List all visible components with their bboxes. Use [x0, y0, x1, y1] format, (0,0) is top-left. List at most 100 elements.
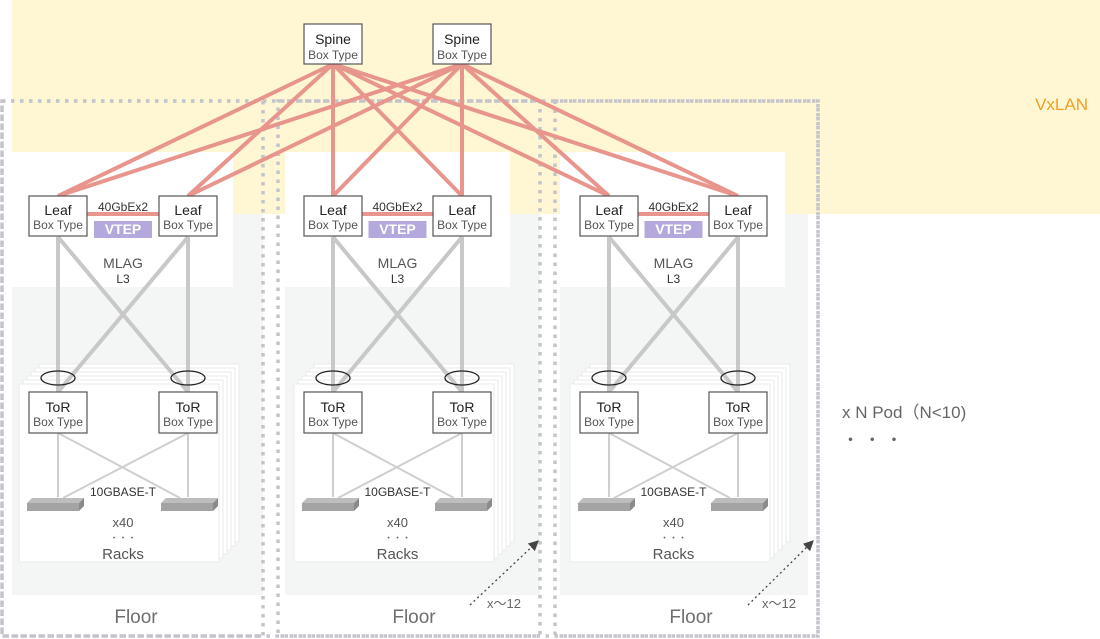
rack-count: x40	[387, 515, 408, 530]
tor-subtitle: Box Type	[308, 415, 358, 429]
access-link-label: 10GBASE-T	[640, 485, 707, 499]
floor-label: Floor	[392, 607, 436, 628]
spine-leaf-link	[332, 62, 739, 198]
floor-stack-arrow-icon	[469, 540, 539, 606]
vtep-badge: VTEP	[644, 221, 703, 238]
tor-subtitle: Box Type	[33, 415, 83, 429]
peer-link-label: 40GbEx2	[372, 200, 422, 214]
floor-multiplier: x〜12	[487, 596, 521, 611]
vtep-badge: VTEP	[94, 221, 152, 238]
leaf-subtitle: Box Type	[163, 218, 213, 232]
mlag-sublabel: L3	[116, 272, 130, 286]
floor-border	[0, 99, 265, 638]
tor-subtitle: Box Type	[713, 415, 763, 429]
access-links	[332, 432, 463, 499]
spine-leaf-link	[461, 62, 739, 198]
spine-subtitle: Box Type	[308, 48, 358, 62]
floor-border	[553, 99, 820, 638]
leaf-title: Leaf	[448, 202, 475, 218]
leaf-subtitle: Box Type	[584, 218, 634, 232]
leaf-subtitle: Box Type	[33, 218, 83, 232]
leaf-subtitle: Box Type	[308, 218, 358, 232]
spine-switch[interactable]: Spine Box Type	[432, 23, 492, 65]
tor-subtitle: Box Type	[437, 415, 487, 429]
floor-border	[276, 99, 542, 638]
spine-leaf-link	[57, 62, 334, 198]
server-icon	[578, 498, 635, 511]
tor-title: ToR	[597, 399, 622, 415]
mlag-links	[331, 235, 464, 394]
tor-title: ToR	[176, 399, 201, 415]
lag-bundle-icon	[720, 370, 756, 386]
vtep-label: VTEP	[655, 221, 692, 237]
vxlan-label: VxLAN	[1035, 95, 1088, 114]
floor-multiplier: x〜12	[762, 596, 796, 611]
access-links	[57, 432, 189, 499]
access-link-label: 10GBASE-T	[90, 485, 157, 499]
lag-bundle-icon	[591, 370, 627, 386]
racks-label: Racks	[102, 546, 144, 563]
server-icon	[27, 498, 84, 511]
spine-leaf-link	[332, 62, 610, 198]
peer-link-label: 40GbEx2	[648, 200, 698, 214]
leaf-subtitle: Box Type	[713, 218, 763, 232]
racks-label: Racks	[377, 546, 419, 563]
spine-switch[interactable]: Spine Box Type	[303, 23, 363, 65]
peer-link-label: 40GbEx2	[98, 200, 148, 214]
tor-title: ToR	[450, 399, 475, 415]
tor-title: ToR	[726, 399, 751, 415]
rack-count: x40	[113, 515, 134, 530]
server-icon	[711, 498, 768, 511]
mlag-links	[607, 235, 740, 394]
spine-subtitle: Box Type	[437, 48, 487, 62]
mlag-label: MLAG	[378, 255, 418, 271]
spine-title: Spine	[315, 31, 351, 47]
tor-subtitle: Box Type	[163, 415, 213, 429]
tor-title: ToR	[321, 399, 346, 415]
access-links	[608, 432, 739, 499]
racks-label: Racks	[653, 546, 695, 563]
floor-label: Floor	[669, 607, 713, 628]
tor-title: ToR	[46, 399, 71, 415]
spine-title: Spine	[444, 31, 480, 47]
leaf-title: Leaf	[724, 202, 751, 218]
leaf-subtitle: Box Type	[437, 218, 487, 232]
server-icon	[435, 498, 492, 511]
lag-bundle-icon	[444, 370, 480, 386]
leaf-title: Leaf	[319, 202, 346, 218]
spine-leaf-link	[186, 62, 335, 198]
pod-background	[285, 152, 540, 595]
mlag-label: MLAG	[103, 255, 143, 271]
rack-ellipsis: ・・・	[109, 533, 136, 543]
rack-ellipsis: ・・・	[384, 533, 411, 543]
access-link-label: 10GBASE-T	[364, 485, 431, 499]
rack-count: x40	[663, 515, 684, 530]
rack-ellipsis: ・・・	[660, 533, 687, 543]
leaf-title: Leaf	[174, 202, 201, 218]
leaf-title: Leaf	[595, 202, 622, 218]
vtep-label: VTEP	[105, 221, 142, 237]
lag-bundle-icon	[315, 370, 351, 386]
floor-label: Floor	[114, 607, 158, 628]
mlag-label: MLAG	[654, 255, 694, 271]
vtep-badge: VTEP	[368, 221, 427, 238]
spine-leaf-links	[57, 62, 739, 198]
server-icon	[161, 498, 218, 511]
mlag-links	[56, 235, 190, 394]
